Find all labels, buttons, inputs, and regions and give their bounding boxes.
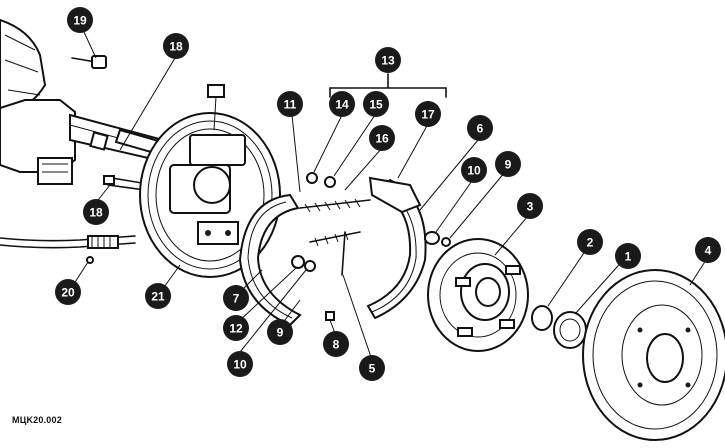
callout-9-bottom: 9 — [267, 319, 293, 345]
callout-9-right-label: 9 — [505, 158, 512, 172]
callout-21: 21 — [145, 283, 171, 309]
figure-code: MЦK20.002 — [12, 415, 62, 425]
callout-10-right: 10 — [461, 157, 487, 183]
callout-19-label: 19 — [73, 14, 87, 28]
callout-8-label: 8 — [333, 338, 340, 352]
bolt-19 — [71, 55, 107, 69]
callout-11: 11 — [277, 91, 303, 117]
brake-hose — [0, 235, 136, 264]
callout-18-top-label: 18 — [169, 40, 183, 54]
callout-4-label: 4 — [705, 244, 712, 258]
leader-lines — [69, 31, 707, 361]
callout-18-bottom-label: 18 — [89, 206, 103, 220]
callout-6-label: 6 — [477, 122, 484, 136]
callout-8: 8 — [323, 331, 349, 357]
wheel-hub — [427, 238, 529, 352]
callout-12-label: 12 — [229, 322, 243, 336]
callout-9-bottom-label: 9 — [277, 326, 284, 340]
nut-and-cap — [531, 305, 587, 349]
callout-20-label: 20 — [61, 286, 75, 300]
callout-1: 1 — [615, 243, 641, 269]
callout-18-top: 18 — [163, 33, 189, 59]
callout-11-label: 11 — [284, 98, 297, 112]
callout-17: 17 — [415, 101, 441, 127]
callout-5: 5 — [359, 355, 385, 381]
callout-14-label: 14 — [335, 98, 349, 112]
callout-7-label: 7 — [233, 292, 240, 306]
group-bracket-13 — [329, 73, 447, 98]
callout-19: 19 — [67, 7, 93, 33]
callout-15-label: 15 — [369, 98, 383, 112]
callout-17-label: 17 — [421, 108, 435, 122]
callout-21-label: 21 — [151, 290, 165, 304]
small-hardware — [291, 172, 451, 272]
springs-adjuster — [299, 198, 371, 321]
brake-drum — [582, 269, 725, 441]
callout-9-right: 9 — [495, 151, 521, 177]
callout-2: 2 — [577, 229, 603, 255]
callout-16: 16 — [369, 125, 395, 151]
callout-13: 13 — [375, 47, 401, 73]
callout-20: 20 — [55, 279, 81, 305]
callout-4: 4 — [695, 237, 721, 263]
callout-10-right-label: 10 — [467, 164, 481, 178]
callout-10-bottom-label: 10 — [233, 358, 247, 372]
callout-15: 15 — [363, 91, 389, 117]
callout-7: 7 — [223, 285, 249, 311]
callout-3: 3 — [517, 193, 543, 219]
callout-10-bottom: 10 — [227, 351, 253, 377]
callout-14: 14 — [329, 91, 355, 117]
callout-6: 6 — [467, 115, 493, 141]
callout-16-label: 16 — [375, 132, 389, 146]
callout-13-label: 13 — [381, 54, 395, 68]
brake-shoe-right — [366, 176, 427, 320]
callout-12: 12 — [223, 315, 249, 341]
callout-3-label: 3 — [527, 200, 534, 214]
callout-5-label: 5 — [369, 362, 376, 376]
callout-2-label: 2 — [587, 236, 594, 250]
callout-18-bottom: 18 — [83, 199, 109, 225]
callout-1-label: 1 — [625, 250, 632, 264]
